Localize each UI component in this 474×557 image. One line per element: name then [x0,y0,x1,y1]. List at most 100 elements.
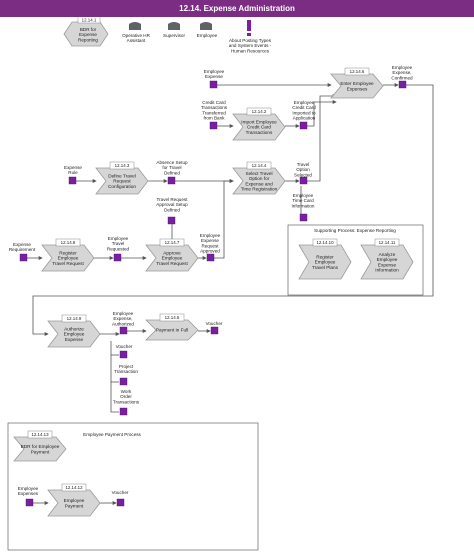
event-marker [299,121,308,130]
function-id: 12.14.8 [61,240,76,245]
event-marker [19,253,28,262]
event-marker [206,253,215,262]
function-id: 12.14.12 [65,485,83,490]
function-id-box [109,161,135,170]
event-label: Voucher [206,321,223,326]
role-label: Employee [197,33,218,38]
function-id: 12.14.10 [316,240,334,245]
event-marker [299,213,308,222]
payment-process-title: Employee Payment Process [83,432,141,437]
flow-connector [214,179,234,259]
header-bar: 12.14. Expense Administration [0,0,474,17]
function-id-box [246,161,272,170]
function-id-box [61,314,87,323]
function-id-box [159,238,185,247]
info-note-icon [247,20,251,31]
function-f1411 [360,244,414,280]
function-f1410 [298,244,352,280]
event-label: Voucher [112,490,129,495]
role-operative-hr-assistant-icon [129,22,141,30]
function-id: 12.14.4 [252,163,267,168]
function-f145 [145,319,199,341]
event-marker [113,253,122,262]
event-marker [299,176,308,185]
function-id-box [27,430,53,439]
function-id: 12.14.7 [165,240,180,245]
event-marker [209,80,218,89]
supporting-process-title: Supporting Process: Expense Reporting [314,228,396,233]
event-marker [209,121,218,130]
function-id: 12.14.3 [115,163,130,168]
supporting-process-box [287,224,424,296]
function-f142 [232,113,286,141]
function-id-box [55,238,81,247]
function-f146 [330,73,384,99]
function-f143 [95,167,149,195]
function-f148 [41,244,95,272]
function-id-box [374,238,400,247]
event-marker [167,176,176,185]
function-id: 12.14.6 [350,69,365,74]
event-label: Voucher [116,344,133,349]
function-id-box [77,17,101,24]
flow-connector [32,84,434,336]
function-id-box [312,238,338,247]
event-marker [119,377,128,386]
event-marker [398,80,407,89]
function-id-box [344,67,370,76]
function-id: 12.14.13 [31,432,49,437]
function-id: 12.14.5 [165,315,180,320]
function-f144 [232,167,286,195]
event-marker [25,498,34,507]
function-id: 12.14.2 [252,109,267,114]
event-marker [119,326,128,335]
page-title: 12.14. Expense Administration [179,4,295,13]
function-id-box [246,107,272,116]
event-marker [119,350,128,359]
function-id-box [159,313,185,322]
function-id-box [61,483,87,492]
role-label: Supervisor [163,33,185,38]
payment-process-box [7,422,259,551]
flow-connector [307,100,337,127]
flow-connector [307,94,337,182]
event-marker [167,216,176,225]
event-marker [116,498,125,507]
info-note-dot [247,33,251,36]
process-diagram: Supporting Process: Expense ReportingEmp… [7,17,434,551]
event-marker [210,326,219,335]
function-f149 [47,320,101,348]
event-marker [68,176,77,185]
role-supervisor-icon [168,22,180,30]
function-f1412 [47,489,101,517]
